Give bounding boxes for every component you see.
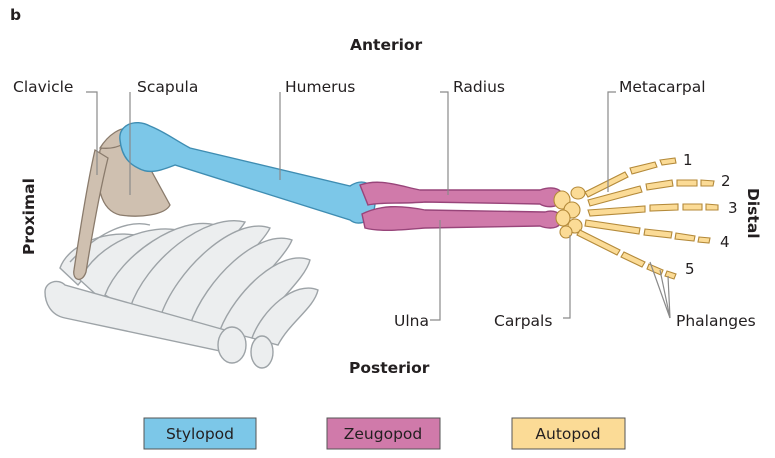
zeugopod-bones <box>360 182 563 230</box>
digit-2-label: 2 <box>721 172 731 190</box>
panel-letter: b <box>10 6 21 24</box>
legend-label-autopod: Autopod <box>535 425 600 443</box>
phalanges-label: Phalanges <box>676 312 756 330</box>
legend-label-stylopod: Stylopod <box>166 425 234 443</box>
digit-3-label: 3 <box>728 199 738 217</box>
clavicle-label: Clavicle <box>13 78 73 96</box>
legend: Stylopod Zeugopod Autopod <box>144 418 625 449</box>
distal-label: Distal <box>744 188 762 239</box>
radius-bone <box>360 182 563 206</box>
anterior-label: Anterior <box>350 36 423 54</box>
posterior-label: Posterior <box>349 359 430 377</box>
scapula-label: Scapula <box>137 78 198 96</box>
humerus-label: Humerus <box>285 78 355 96</box>
ulna-label: Ulna <box>394 312 429 330</box>
carpals-label: Carpals <box>494 312 552 330</box>
metacarpal-label: Metacarpal <box>619 78 706 96</box>
digit-5-label: 5 <box>685 260 695 278</box>
radius-label: Radius <box>453 78 505 96</box>
ulna-bone <box>362 207 562 231</box>
proximal-label: Proximal <box>20 178 38 255</box>
digit-1-label: 1 <box>683 151 693 169</box>
legend-label-zeugopod: Zeugopod <box>344 425 422 443</box>
digit-4-label: 4 <box>720 233 730 251</box>
